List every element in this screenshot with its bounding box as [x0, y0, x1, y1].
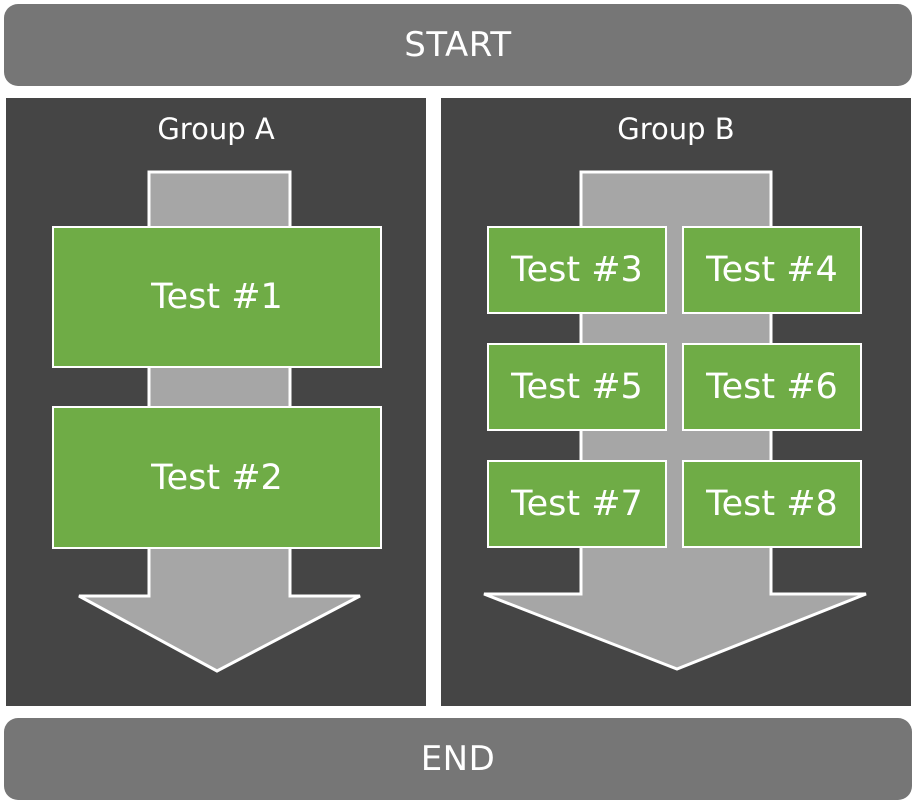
end-bar: END: [4, 718, 912, 800]
test-box-1-label: Test #1: [151, 277, 283, 317]
test-box-3-label: Test #3: [511, 250, 643, 290]
group-a-panel: Group A Test #1 Test #2: [6, 98, 426, 706]
test-box-6-label: Test #6: [706, 367, 838, 407]
group-b-panel: Group B Test #3 Test #4 Test #5 Test #6 …: [441, 98, 911, 706]
start-bar: START: [4, 4, 912, 86]
group-a-title: Group A: [157, 112, 275, 146]
test-box-5-label: Test #5: [511, 367, 643, 407]
test-box-5: Test #5: [487, 343, 667, 431]
test-box-4: Test #4: [682, 226, 862, 314]
test-box-8: Test #8: [682, 460, 862, 548]
test-box-7-label: Test #7: [511, 484, 643, 524]
test-box-7: Test #7: [487, 460, 667, 548]
test-box-4-label: Test #4: [706, 250, 838, 290]
start-label: START: [404, 25, 512, 65]
test-box-1: Test #1: [52, 226, 382, 368]
test-box-2: Test #2: [52, 406, 382, 549]
group-a-flow-arrow: [78, 170, 361, 673]
test-box-2-label: Test #2: [151, 457, 283, 498]
test-box-3: Test #3: [487, 226, 667, 314]
end-label: END: [420, 739, 496, 779]
group-b-title: Group B: [617, 112, 735, 146]
test-box-8-label: Test #8: [706, 484, 838, 524]
test-box-6: Test #6: [682, 343, 862, 431]
